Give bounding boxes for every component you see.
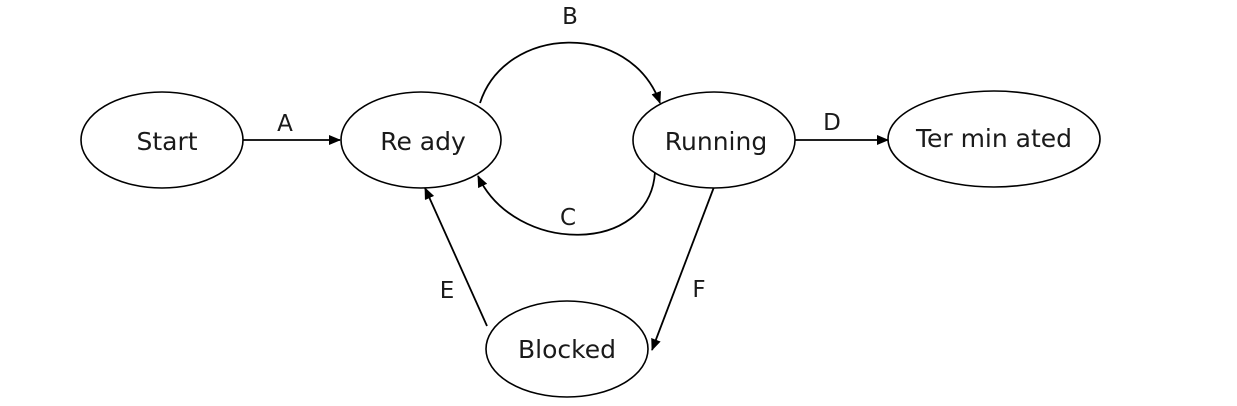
edge-e-arrow <box>424 187 488 327</box>
edge-c-arrow <box>477 171 656 236</box>
node-ready-label: Re ady <box>380 127 466 156</box>
node-ready: Re ady <box>340 91 502 189</box>
node-running: Running <box>632 91 796 189</box>
edge-a-label: A <box>277 111 293 137</box>
edge-f-arrow <box>651 186 715 351</box>
node-terminated: Ter min ated <box>887 90 1101 188</box>
node-blocked-label: Blocked <box>518 335 616 364</box>
node-blocked: Blocked <box>485 300 649 398</box>
edge-e-label: E <box>440 278 455 304</box>
node-start-label: Start <box>136 127 197 156</box>
edge-c-label: C <box>560 205 576 231</box>
node-start: Start <box>80 91 244 189</box>
edge-d-label: D <box>823 110 841 136</box>
edge-b-arrow <box>479 41 661 104</box>
edge-f-label: F <box>692 277 705 303</box>
node-running-label: Running <box>665 127 767 156</box>
edge-b-label: B <box>562 4 578 30</box>
node-terminated-label: Ter min ated <box>915 124 1072 153</box>
